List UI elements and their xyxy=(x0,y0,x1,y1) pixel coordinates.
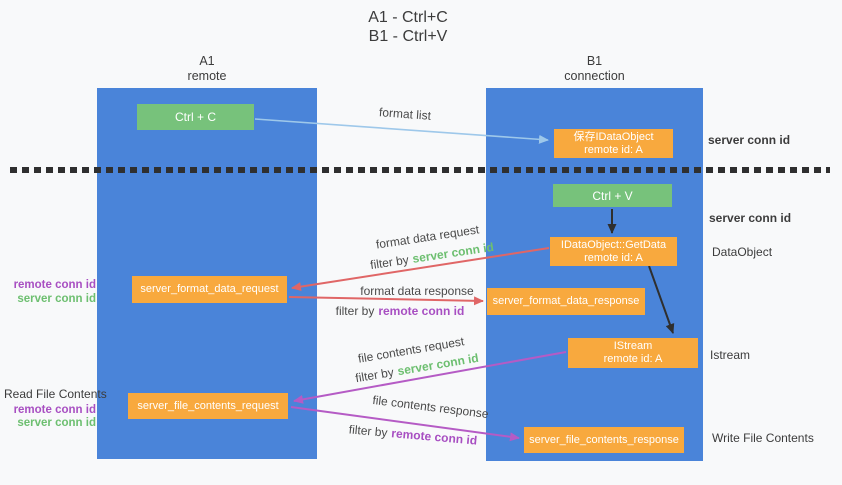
label-format-data-response: format data response xyxy=(360,284,474,298)
node-save-idataobject-line1: 保存IDataObject xyxy=(573,130,654,143)
node-file-request-label: server_file_contents_request xyxy=(137,399,279,412)
column-a1-sublabel: remote xyxy=(187,69,227,83)
node-ctrl-v-label: Ctrl + V xyxy=(592,188,633,203)
side-label-dataobject: DataObject xyxy=(712,245,773,259)
column-header-a1: A1 remote xyxy=(97,54,317,84)
node-getdata-line2: remote id: A xyxy=(584,251,643,264)
node-save-idataobject: 保存IDataObject remote id: A xyxy=(554,129,673,158)
left-server-conn-id-2: server conn id xyxy=(17,417,96,429)
node-server-format-data-response: server_format_data_response xyxy=(487,288,645,315)
column-b1-label: B1 xyxy=(586,54,603,68)
node-server-file-contents-request: server_file_contents_request xyxy=(128,393,288,419)
left-remote-conn-id-1: remote conn id xyxy=(13,279,96,291)
node-save-idataobject-line2: remote id: A xyxy=(584,143,643,156)
title-line-1: A1 - Ctrl+C xyxy=(368,9,448,26)
side-label-write-file-contents: Write File Contents xyxy=(712,431,814,445)
label-file-contents-response: file contents response xyxy=(371,392,490,422)
node-idataobject-getdata: IDataObject::GetData remote id: A xyxy=(550,237,677,266)
node-file-response-label: server_file_contents_response xyxy=(529,433,679,446)
left-remote-conn-id-2: remote conn id xyxy=(13,403,96,416)
left-server-conn-id-1: server conn id xyxy=(17,292,96,305)
column-header-b1: B1 connection xyxy=(486,54,703,84)
node-format-response-label: server_format_data_response xyxy=(492,295,640,307)
node-istream-line1: IStream xyxy=(613,340,653,352)
node-server-format-data-request: server_format_data_request xyxy=(132,276,287,303)
column-b1-sublabel: connection xyxy=(564,69,625,83)
node-getdata-line1: IDataObject::GetData xyxy=(560,238,667,251)
node-ctrl-c-label: Ctrl + C xyxy=(174,110,216,124)
column-a1-label: A1 xyxy=(199,54,215,68)
node-format-request-label: server_format_data_request xyxy=(140,283,279,295)
title-line-2: B1 - Ctrl+V xyxy=(368,28,448,45)
side-label-server-conn-id-top: server conn id xyxy=(708,133,791,147)
node-ctrl-v: Ctrl + V xyxy=(553,184,672,207)
label-format-list: format list xyxy=(378,105,432,123)
side-label-server-conn-id-mid: server conn id xyxy=(709,211,792,225)
side-label-istream: Istream xyxy=(710,348,751,362)
node-ctrl-c: Ctrl + C xyxy=(137,104,254,130)
side-label-read-file-contents: Read File Contents xyxy=(4,387,107,401)
left-conn-id-block-1: remote conn id server conn id xyxy=(4,278,96,305)
node-istream: IStream remote id: A xyxy=(568,338,698,368)
left-conn-id-block-2: Read File Contents remote conn id server… xyxy=(4,387,107,430)
dashed-divider-line xyxy=(10,167,830,173)
node-istream-line2: remote id: A xyxy=(603,353,663,365)
diagram-title: A1 - Ctrl+C B1 - Ctrl+V xyxy=(288,8,528,46)
node-server-file-contents-response: server_file_contents_response xyxy=(524,427,684,453)
